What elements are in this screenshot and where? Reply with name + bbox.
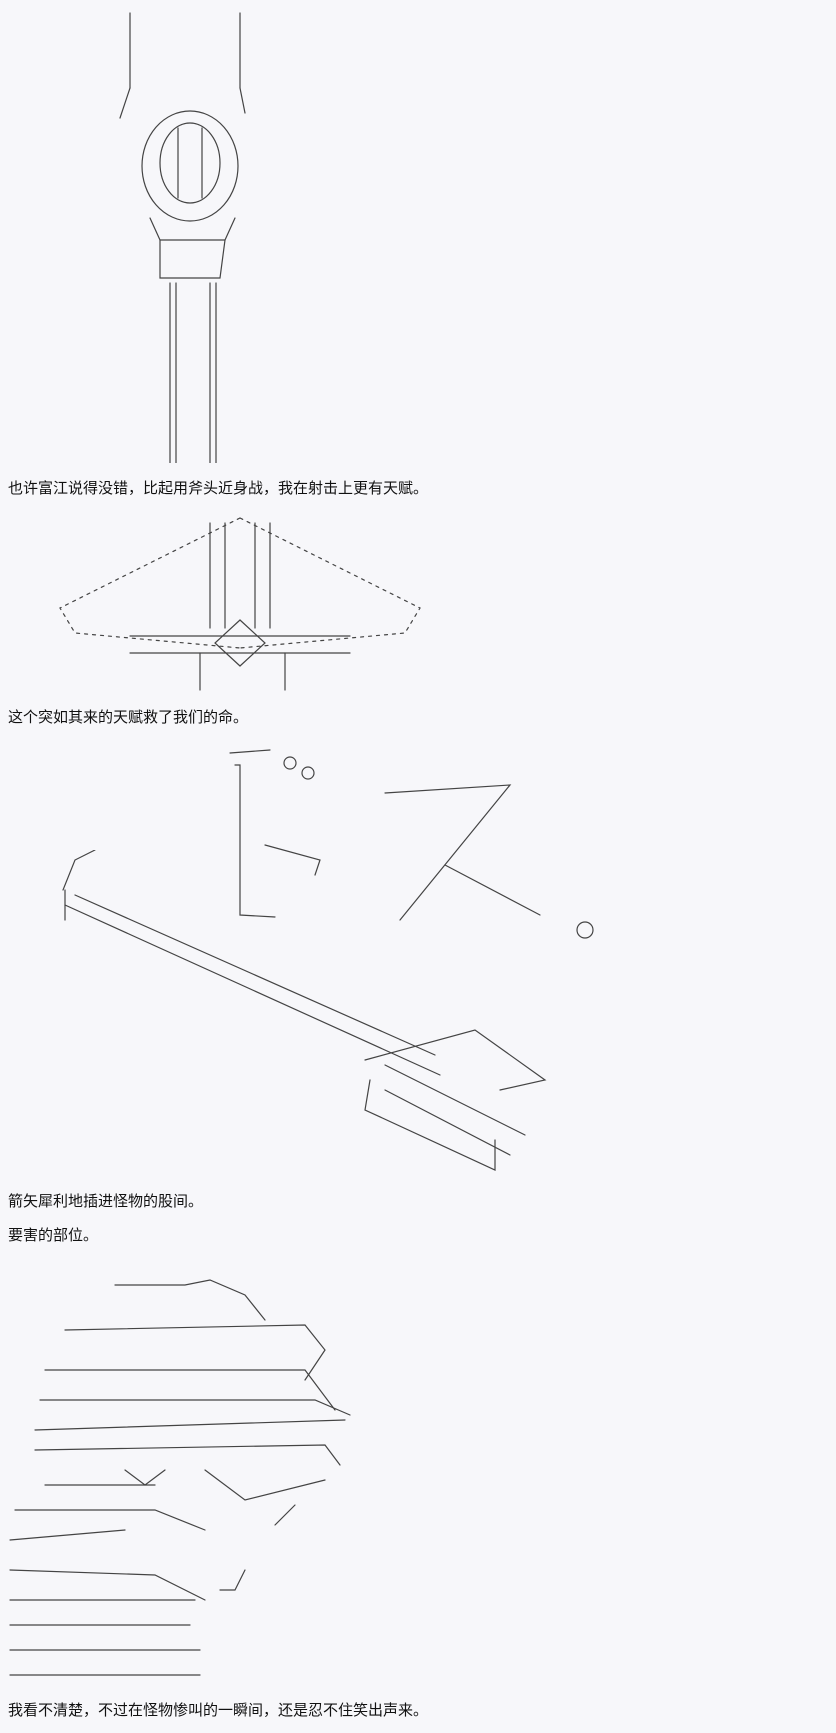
arrow-art — [62, 850, 547, 1171]
caption-2: 这个突如其来的天赋救了我们的命。 — [8, 708, 249, 726]
caption-4: 要害的部位。 — [8, 1226, 99, 1244]
caption-3: 箭矢犀利地插进怪物的股间。 — [8, 1192, 204, 1210]
sfx-art — [229, 749, 594, 939]
crossbow-front-art — [59, 517, 421, 691]
crossbow-hand-art — [119, 12, 246, 463]
caption-5: 我看不清楚，不过在怪物惨叫的一瞬间，还是忍不住笑出声来。 — [8, 1701, 429, 1719]
character-face-art — [9, 1279, 351, 1676]
caption-1: 也许富江说得没错，比起用斧头近身战，我在射击上更有天赋。 — [8, 479, 429, 497]
